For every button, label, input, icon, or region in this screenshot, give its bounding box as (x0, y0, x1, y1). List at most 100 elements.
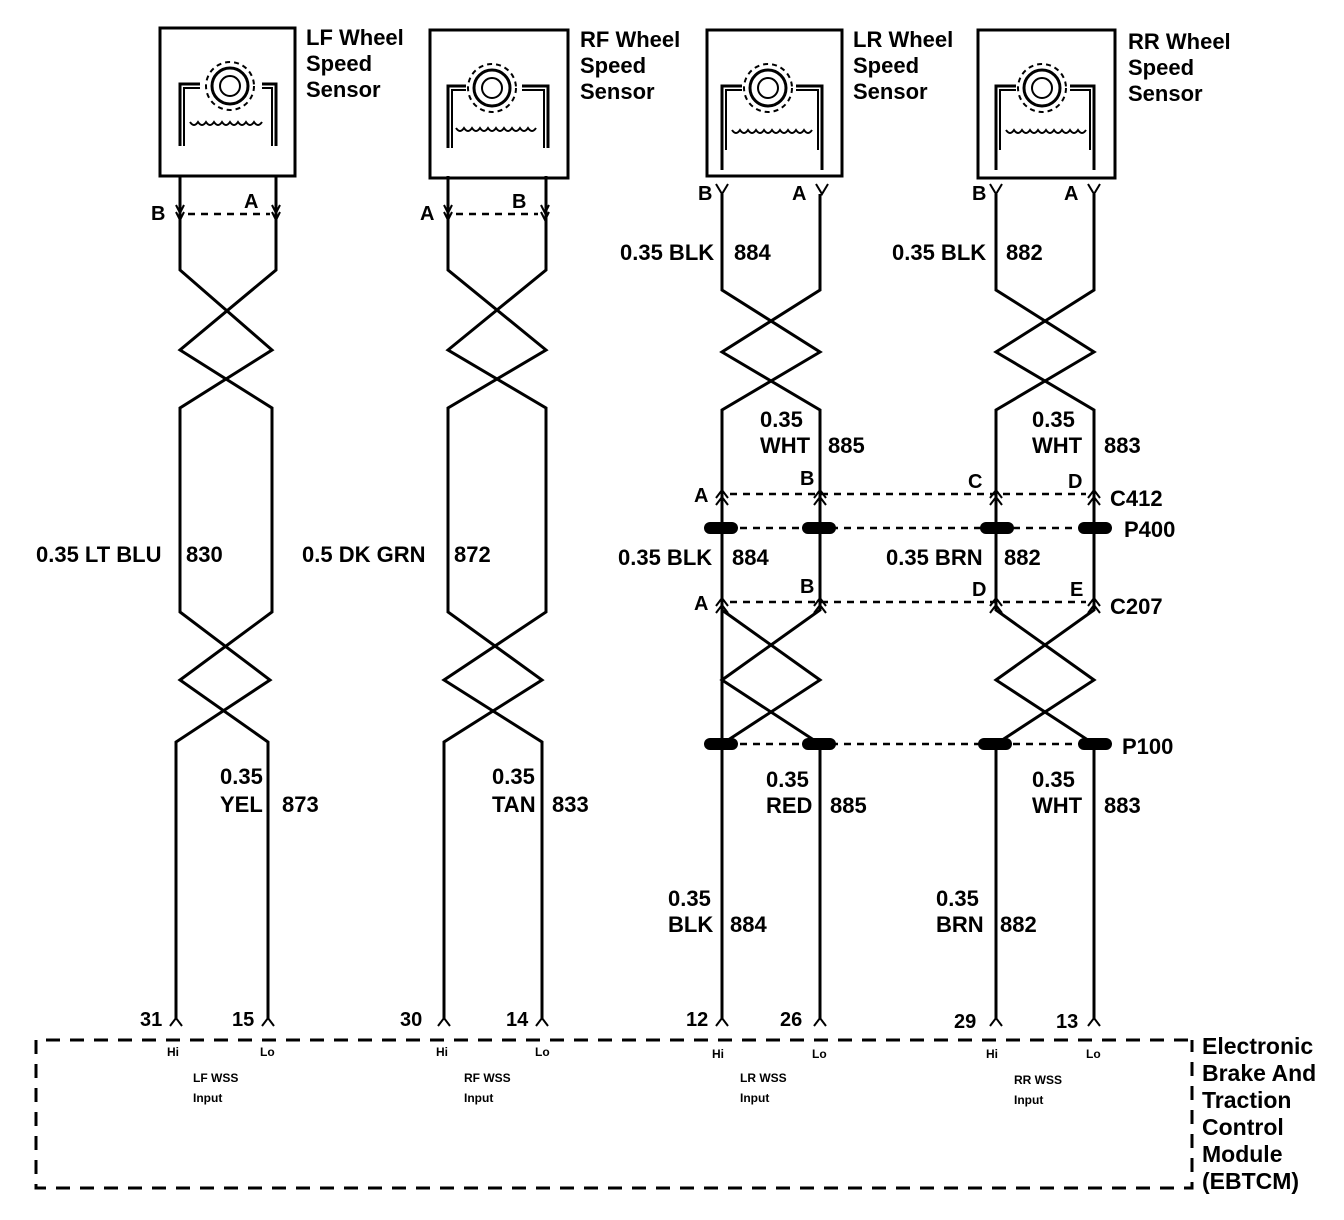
hi-label: Hi (712, 1047, 724, 1061)
wire-circuit-number: 884 (732, 545, 769, 570)
module-pin-number: 29 (954, 1011, 976, 1033)
connector-pin-label: D (972, 579, 986, 601)
sensor-name-line-1: RR Wheel (1128, 29, 1231, 54)
input-label: Input (740, 1091, 769, 1105)
connector-pin-label: B (972, 183, 986, 205)
module-name-line: Electronic (1202, 1033, 1313, 1059)
sensor-name-line-1: LR Wheel (853, 27, 953, 52)
hi-label: Hi (986, 1047, 998, 1061)
connector-pin-label: A (694, 485, 708, 507)
wire-circuit-number: 884 (730, 912, 767, 937)
tone-ring-icon (467, 63, 517, 113)
rf-twisted-pair (441, 176, 549, 1020)
lr-sensor-connector: B A (698, 183, 829, 205)
wire-circuit-number: 882 (1004, 545, 1041, 570)
sensor-name-line-3: Sensor (580, 79, 655, 104)
wire-circuit-number: 830 (186, 542, 223, 567)
splice-p100: P100 (704, 734, 1173, 759)
ebtcm-module-outline (34, 1038, 1194, 1190)
wire-label: YEL (220, 792, 263, 817)
module-name: Electronic Brake And Traction Control Mo… (1202, 1033, 1316, 1194)
input-label: LR WSS (740, 1071, 787, 1085)
module-name-line: Module (1202, 1141, 1283, 1167)
wire-label: 0.35 (220, 764, 263, 789)
connector-pin-label: B (151, 203, 165, 225)
connector-name: P100 (1122, 734, 1173, 759)
wire-label: 0.5 DK GRN (302, 542, 425, 567)
wire-label: 0.35 (936, 886, 979, 911)
wire-label: 0.35 (1032, 767, 1075, 792)
input-label: Input (464, 1091, 493, 1105)
module-pin-number: 14 (506, 1009, 529, 1031)
wire-circuit-number: 884 (734, 240, 771, 265)
module-pin-number: 13 (1056, 1011, 1078, 1033)
input-label: Input (1014, 1093, 1043, 1107)
rr-sensor-connector: B A (972, 183, 1101, 205)
module-name-line: Brake And (1202, 1060, 1316, 1086)
wire-circuit-number: 883 (1104, 433, 1141, 458)
wire-label: 0.35 BLK (620, 240, 714, 265)
wire-label: WHT (1032, 433, 1083, 458)
sensor-name-line-2: Speed (580, 53, 646, 78)
connector-pin-label: B (512, 191, 526, 213)
connector-pin-label: A (694, 593, 708, 615)
module-pin-terminals (169, 1016, 1101, 1027)
wire-circuit-number: 873 (282, 792, 319, 817)
pickup-coil-icon (178, 82, 278, 146)
wire-label: 0.35 (766, 767, 809, 792)
connector-name: C207 (1110, 594, 1163, 619)
lo-label: Lo (535, 1045, 550, 1059)
wire-circuit-number: 885 (828, 433, 865, 458)
connector-c207: A B D E C207 (694, 576, 1163, 619)
wire-label: TAN (492, 792, 536, 817)
tone-ring-icon (743, 63, 793, 113)
lf-wheel-speed-sensor: LF Wheel Speed Sensor (158, 25, 404, 178)
wire-label: WHT (1032, 793, 1083, 818)
wire-label: 0.35 (492, 764, 535, 789)
connector-pin-label: A (244, 191, 258, 213)
input-label: LF WSS (193, 1071, 238, 1085)
connector-name: P400 (1124, 517, 1175, 542)
wire-label: 0.35 (668, 886, 711, 911)
hi-label: Hi (436, 1045, 448, 1059)
wire-circuit-number: 885 (830, 793, 867, 818)
wire-label: RED (766, 793, 812, 818)
lr-twisted-pair (719, 194, 823, 1020)
wire-label: BRN (936, 912, 984, 937)
wire-label: 0.35 (1032, 407, 1075, 432)
connector-name: C412 (1110, 486, 1163, 511)
wire-circuit-number: 882 (1006, 240, 1043, 265)
pickup-coil-icon (994, 84, 1096, 170)
sensor-name-line-1: RF Wheel (580, 27, 680, 52)
sensor-name-line-2: Speed (1128, 55, 1194, 80)
wire-label: 0.35 (760, 407, 803, 432)
pickup-coil-icon (446, 84, 550, 148)
module-name-line: Traction (1202, 1087, 1291, 1113)
splice-p400: P400 (704, 517, 1175, 542)
wire-circuit-number: 882 (1000, 912, 1037, 937)
connector-pin-label: B (698, 183, 712, 205)
pickup-coil-icon (720, 84, 824, 170)
input-label: RF WSS (464, 1071, 511, 1085)
lf-sensor-connector: B A (151, 191, 281, 225)
connector-pin-label: A (1064, 183, 1078, 205)
connector-pin-label: B (800, 468, 814, 490)
module-pin-number: 26 (780, 1009, 802, 1031)
module-pin-number: 31 (140, 1009, 162, 1031)
sensor-name-line-2: Speed (853, 53, 919, 78)
lr-wheel-speed-sensor: LR Wheel Speed Sensor (705, 27, 953, 178)
sensor-name-line-3: Sensor (853, 79, 928, 104)
input-label: RR WSS (1014, 1073, 1062, 1087)
lo-label: Lo (812, 1047, 827, 1061)
hi-label: Hi (167, 1045, 179, 1059)
wire-label: 0.35 BLK (892, 240, 986, 265)
sensor-name-line-1: LF Wheel (306, 25, 404, 50)
tone-ring-icon (1017, 63, 1067, 113)
module-name-line: Control (1202, 1114, 1284, 1140)
sensor-name-line-2: Speed (306, 51, 372, 76)
connector-pin-label: D (1068, 471, 1082, 493)
wire-label: 0.35 BRN (886, 545, 983, 570)
input-label: Input (193, 1091, 222, 1105)
wire-circuit-number: 833 (552, 792, 589, 817)
